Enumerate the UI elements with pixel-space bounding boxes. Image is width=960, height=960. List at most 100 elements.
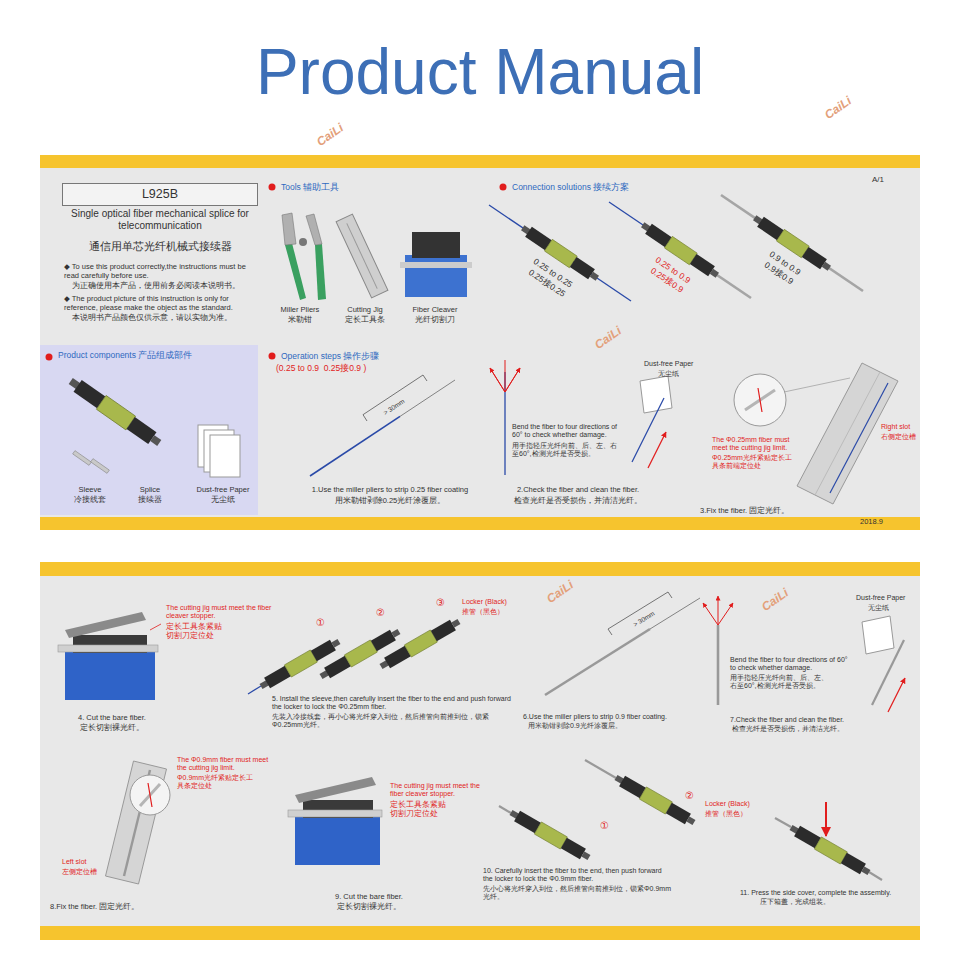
bullet-dot bbox=[269, 184, 276, 191]
step10-insert bbox=[499, 806, 511, 813]
step11-assembly bbox=[869, 872, 882, 880]
step5-install bbox=[378, 615, 463, 672]
step6-strip bbox=[668, 592, 672, 598]
fiber-cleaver bbox=[412, 232, 460, 258]
step4-cleaver bbox=[73, 635, 147, 653]
part-name: 光纤切割刀 bbox=[415, 315, 455, 324]
part-name: Splice bbox=[140, 485, 160, 494]
part-name: Fiber Cleaver bbox=[412, 305, 457, 314]
cutting-jig bbox=[336, 214, 388, 298]
warning-note: 定长工具条紧贴切割刀定位处 bbox=[390, 800, 452, 818]
step9-cleaver bbox=[288, 810, 382, 817]
step1-strip bbox=[363, 375, 423, 415]
step-caption: 6.Use the miller pliers to strip 0.9 fib… bbox=[523, 713, 667, 721]
connection-solutions bbox=[680, 250, 751, 298]
bullet-dot bbox=[46, 354, 53, 361]
step-caption: 7.Check the fiber and clean the fiber. bbox=[730, 716, 844, 724]
step4-cleaver bbox=[65, 650, 155, 700]
part-name: 无尘纸 bbox=[211, 495, 235, 504]
body-text: 为正确使用本产品，使用前务必阅读本说明书。 bbox=[72, 281, 240, 290]
bullet-dot bbox=[46, 184, 507, 361]
step8-fix bbox=[106, 761, 167, 884]
step6-strip bbox=[545, 629, 650, 695]
step8-fix bbox=[148, 783, 152, 807]
dimension-label: > 30mm bbox=[632, 609, 656, 628]
step5-install bbox=[248, 686, 261, 694]
step9-cleaver bbox=[295, 815, 380, 865]
step9-cleaver bbox=[288, 777, 382, 865]
step2-check bbox=[640, 376, 672, 413]
step11-assembly bbox=[788, 821, 873, 878]
step10-insert bbox=[585, 760, 616, 778]
step-caption: 先小心将光纤穿入到位，然后推管向前推到位，锁紧Φ0.9mm光纤。 bbox=[483, 885, 673, 902]
section-heading: Product components 产品组成部件 bbox=[58, 350, 192, 360]
bullet-dot bbox=[500, 184, 507, 191]
warning-note: The Φ0.25mm fiber must meet the cutting … bbox=[712, 436, 798, 453]
lower-panel bbox=[40, 562, 920, 940]
body-text: Single optical fiber mechanical splice f… bbox=[68, 208, 253, 232]
step6-strip bbox=[608, 629, 612, 635]
lower-panel bbox=[40, 926, 920, 940]
step9-cleaver bbox=[295, 777, 376, 803]
watermark: CaiLi bbox=[759, 586, 791, 615]
part-name: 冷接线套 bbox=[74, 495, 106, 504]
step11-assembly bbox=[825, 802, 827, 836]
callout-number: ③ bbox=[436, 597, 445, 609]
step7-check bbox=[717, 625, 720, 705]
connection-solutions bbox=[489, 195, 863, 301]
miller-pliers bbox=[299, 238, 307, 246]
step11-assembly bbox=[775, 802, 882, 880]
step6-strip bbox=[608, 592, 668, 629]
part-name: Sleeve bbox=[79, 485, 102, 494]
product-components bbox=[210, 435, 240, 477]
body-text: 2018.9 bbox=[860, 517, 883, 526]
part-name: Cutting Jig bbox=[347, 305, 382, 314]
step7-check bbox=[718, 603, 733, 625]
miller-pliers bbox=[315, 244, 326, 300]
components-panel: Product components 产品组成部件 Sleeve冷接线套 Splic… bbox=[40, 345, 258, 515]
body-text: 用手指轻压光纤向前、后、左、右至60°,检测光纤是否受损。 bbox=[512, 442, 622, 459]
callout-number: ② bbox=[685, 790, 694, 802]
step1-strip bbox=[310, 375, 455, 476]
warning-note: 定长工具条紧贴切割刀定位处 bbox=[166, 622, 226, 640]
step7-check bbox=[862, 616, 894, 654]
part-name: 推管（黑色） bbox=[705, 810, 747, 818]
step5-install bbox=[258, 635, 343, 692]
callout-number: ① bbox=[600, 820, 609, 832]
step11-assembly bbox=[775, 818, 791, 827]
section-heading: Operation steps 操作步骤 bbox=[281, 351, 379, 361]
step-caption: 用米勒钳剥除0.25光纤涂覆层。 bbox=[335, 496, 446, 505]
step1-strip bbox=[400, 380, 455, 416]
step10-insert bbox=[613, 771, 698, 828]
step3-fix bbox=[815, 372, 880, 495]
step3-fix bbox=[758, 388, 762, 412]
connection-solutions bbox=[721, 195, 863, 291]
step7-check bbox=[888, 678, 905, 712]
product-components bbox=[66, 374, 240, 477]
step-caption: 定长切割裸光纤。 bbox=[80, 723, 144, 732]
connection-solutions bbox=[751, 212, 833, 274]
part-name: Locker (Black) bbox=[705, 800, 750, 808]
body-text: A/1 bbox=[872, 175, 884, 185]
cutting-jig bbox=[347, 223, 377, 288]
connection-solutions bbox=[519, 222, 601, 284]
step-caption: 8.Fix the fiber. 固定光纤。 bbox=[50, 902, 139, 911]
step3-fix bbox=[784, 378, 850, 392]
body-text: 通信用单芯光纤机械式接续器 bbox=[89, 240, 232, 253]
step1-strip bbox=[363, 415, 367, 421]
step8-fix bbox=[140, 784, 160, 806]
step8-fix bbox=[124, 770, 150, 876]
step4-cleaver bbox=[150, 624, 161, 630]
step9-cleaver bbox=[303, 800, 373, 818]
connection-solutions bbox=[609, 202, 680, 250]
watermark: CaiLi bbox=[544, 578, 576, 607]
section-heading: Tools 辅助工具 bbox=[281, 182, 339, 192]
step-caption: 1.Use the miller pliers to strip 0.25 fi… bbox=[312, 485, 468, 494]
step1-strip bbox=[423, 375, 427, 381]
step-caption: 4. Cut the bare fiber. bbox=[78, 713, 146, 722]
step-caption: 检查光纤是否受损伤，并清洁光纤。 bbox=[732, 725, 844, 733]
part-name: Dust-free Paper bbox=[856, 594, 905, 602]
lower-panel bbox=[40, 562, 920, 940]
step-caption: 2.Check the fiber and clean the fiber. bbox=[517, 485, 639, 494]
